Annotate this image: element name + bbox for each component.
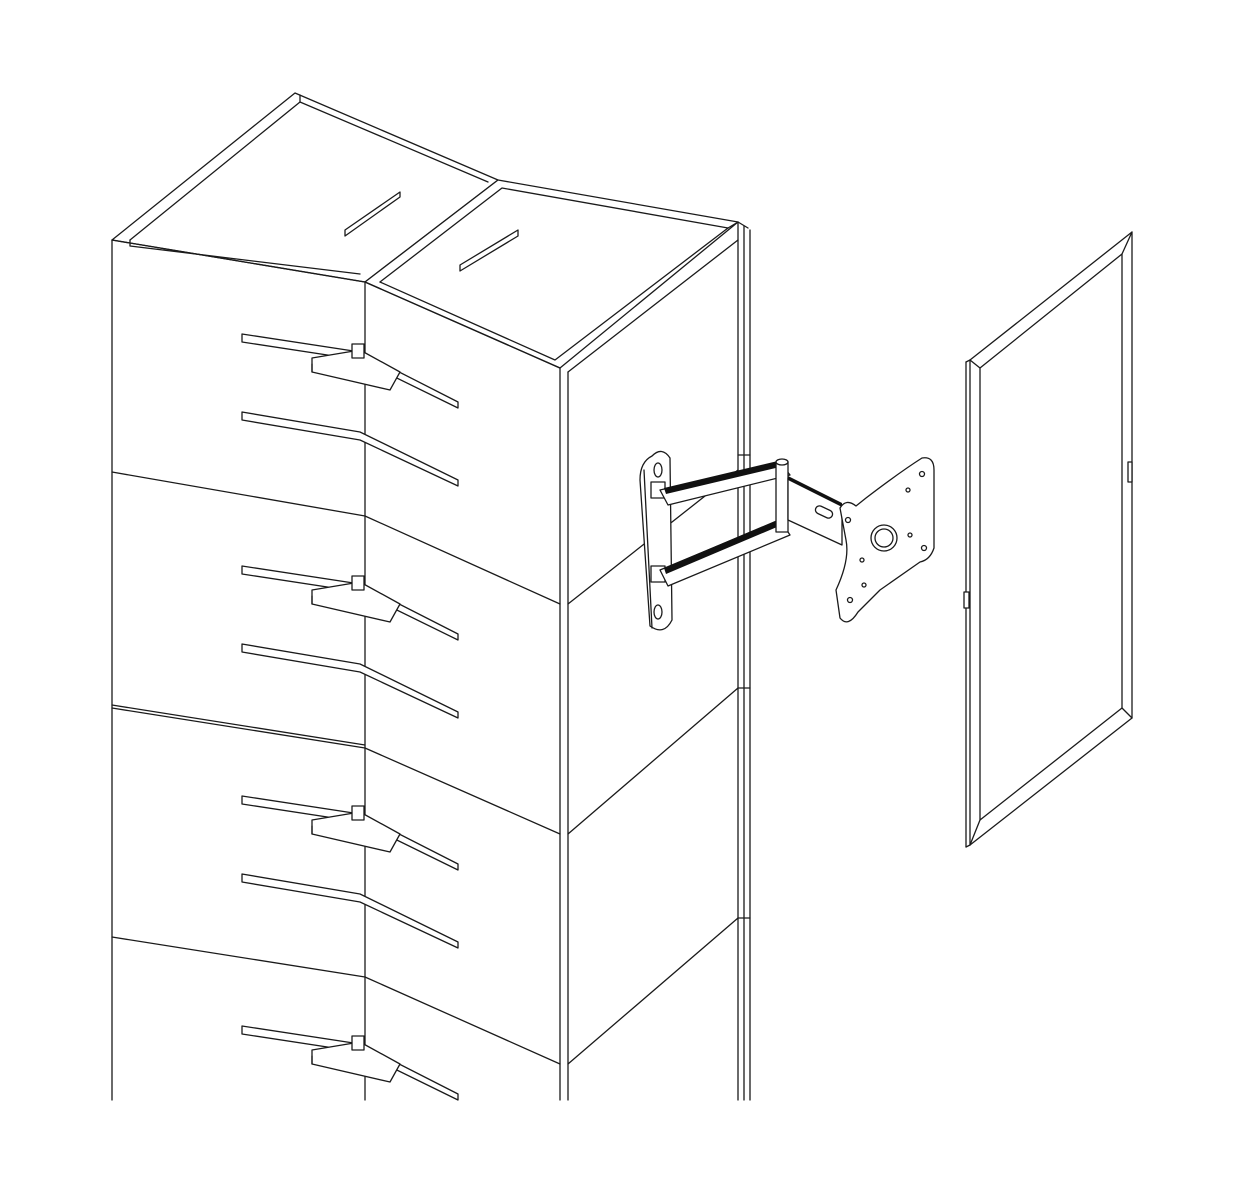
wall-bracket [639, 450, 673, 631]
swing-arm [659, 458, 843, 587]
hook-pair [241, 1025, 459, 1101]
hook-pair [241, 795, 459, 949]
hook-pair [241, 565, 459, 719]
column-hooks [241, 333, 459, 1101]
mounting-plate [835, 457, 935, 623]
column-top-cap [111, 92, 749, 369]
corner-column [111, 92, 751, 1101]
hook-pair [241, 333, 459, 487]
display-panel [963, 231, 1133, 848]
column-left-face [111, 239, 366, 1101]
